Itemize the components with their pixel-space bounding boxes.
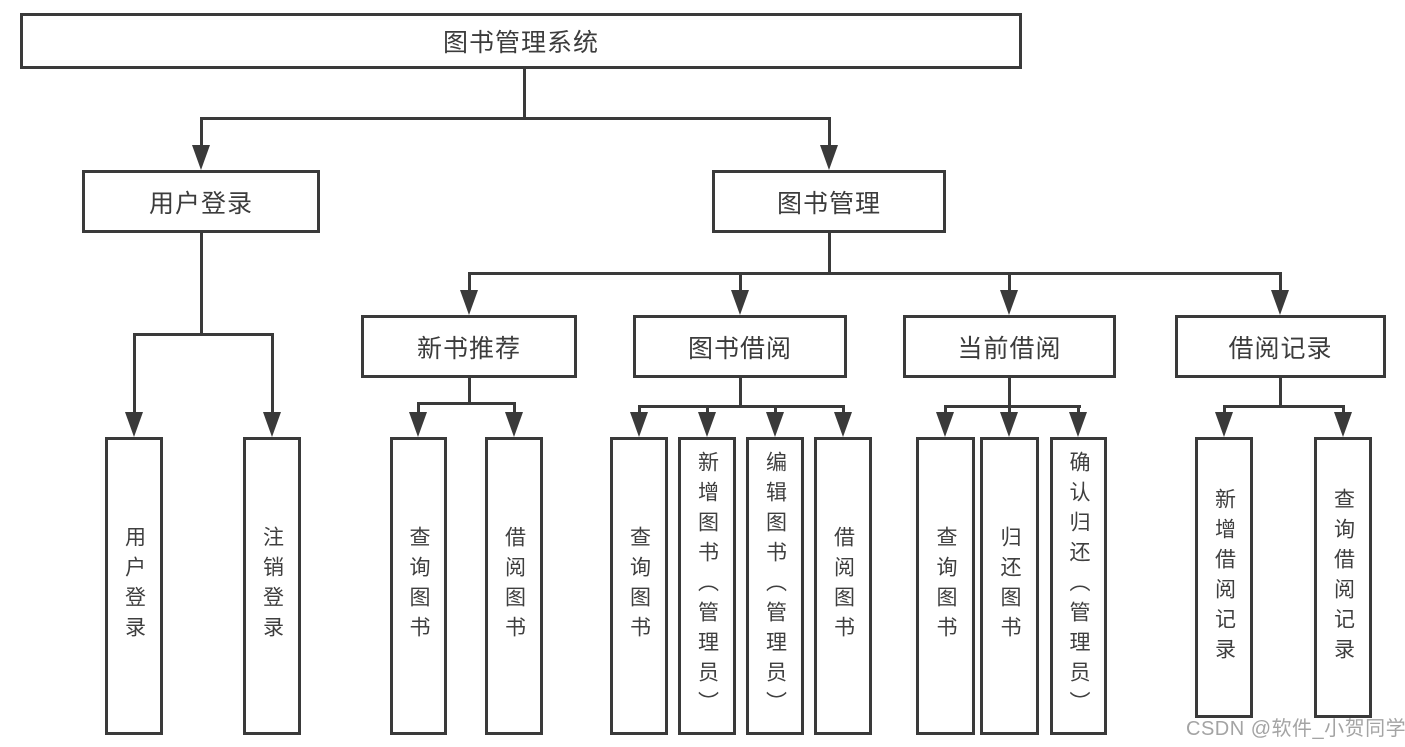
connector-line <box>739 272 742 292</box>
leaf-query-book-recommend-label: 查询图书 <box>407 526 430 646</box>
connector-line <box>774 405 777 415</box>
node-book-borrow-label: 图书借阅 <box>687 334 792 363</box>
connector-line <box>638 405 845 408</box>
arrow-down-icon <box>820 145 838 170</box>
leaf-logout-label: 注销登录 <box>260 526 284 646</box>
node-user-login-label: 用户登录 <box>148 189 253 218</box>
connector-line <box>200 233 203 336</box>
connector-line <box>468 378 471 405</box>
leaf-query-book-current: 查询图书 <box>916 437 975 735</box>
node-current-borrow: 当前借阅 <box>903 315 1116 378</box>
leaf-query-borrow-record: 查询借阅记录 <box>1314 437 1372 718</box>
leaf-query-book-borrow-label: 查询图书 <box>627 526 651 646</box>
connector-line <box>417 402 516 405</box>
arrow-down-icon <box>1069 412 1087 437</box>
connector-line <box>1342 405 1345 415</box>
leaf-query-borrow-record-label: 查询借阅记录 <box>1331 487 1355 668</box>
node-book-management: 图书管理 <box>712 170 946 233</box>
connector-line <box>828 117 831 148</box>
connector-line <box>468 272 1282 275</box>
arrow-down-icon <box>1000 412 1018 437</box>
node-current-borrow-label: 当前借阅 <box>957 334 1062 363</box>
leaf-query-book-recommend: 查询图书 <box>390 437 447 735</box>
node-library-system: 图书管理系统 <box>20 13 1022 69</box>
arrow-down-icon <box>192 145 210 170</box>
node-user-login: 用户登录 <box>82 170 320 233</box>
connector-line <box>417 402 420 415</box>
leaf-return-book-label: 归还图书 <box>998 526 1021 646</box>
connector-line <box>1008 272 1011 292</box>
connector-line <box>271 333 274 415</box>
node-borrow-record: 借阅记录 <box>1175 315 1386 378</box>
leaf-confirm-return-admin-label: 确认归还（管理员） <box>1067 451 1090 721</box>
leaf-add-borrow-record-label: 新增借阅记录 <box>1212 487 1236 668</box>
leaf-borrow-book-label: 借阅图书 <box>831 526 855 646</box>
connector-line <box>1008 378 1011 408</box>
connector-line <box>200 117 831 120</box>
arrow-down-icon <box>936 412 954 437</box>
connector-line <box>739 378 742 408</box>
node-library-system-label: 图书管理系统 <box>442 29 599 57</box>
node-new-book-recommend: 新书推荐 <box>361 315 577 378</box>
connector-line <box>828 233 831 275</box>
connector-line <box>638 405 641 415</box>
connector-line <box>1077 405 1080 415</box>
arrow-down-icon <box>409 412 427 437</box>
connector-line <box>1279 378 1282 408</box>
connector-line <box>513 402 516 415</box>
connector-line <box>1008 405 1011 415</box>
node-borrow-record-label: 借阅记录 <box>1228 334 1333 363</box>
arrow-down-icon <box>766 412 784 437</box>
connector-line <box>1279 272 1282 292</box>
leaf-edit-book-admin: 编辑图书（管理员） <box>746 437 804 735</box>
leaf-borrow-book-recommend-label: 借阅图书 <box>502 526 526 646</box>
leaf-return-book: 归还图书 <box>980 437 1039 735</box>
watermark-text: CSDN @软件_小贺同学 <box>1186 718 1405 740</box>
connector-line <box>1223 405 1226 415</box>
arrow-down-icon <box>630 412 648 437</box>
leaf-add-book-admin: 新增图书（管理员） <box>678 437 736 735</box>
connector-line <box>706 405 709 415</box>
leaf-borrow-book: 借阅图书 <box>814 437 872 735</box>
connector-line <box>200 117 203 148</box>
arrow-down-icon <box>1215 412 1233 437</box>
leaf-query-book-borrow: 查询图书 <box>610 437 668 735</box>
leaf-edit-book-admin-label: 编辑图书（管理员） <box>763 451 787 721</box>
node-book-borrow: 图书借阅 <box>633 315 847 378</box>
arrow-down-icon <box>1000 290 1018 315</box>
arrow-down-icon <box>698 412 716 437</box>
node-new-book-recommend-label: 新书推荐 <box>416 334 521 363</box>
leaf-add-borrow-record: 新增借阅记录 <box>1195 437 1253 718</box>
connector-line <box>1223 405 1345 408</box>
leaf-user-login-label: 用户登录 <box>122 526 146 646</box>
leaf-user-login: 用户登录 <box>105 437 163 735</box>
connector-line <box>133 333 274 336</box>
leaf-logout: 注销登录 <box>243 437 301 735</box>
arrow-down-icon <box>263 412 281 437</box>
leaf-query-book-current-label: 查询图书 <box>934 526 957 646</box>
connector-line <box>468 272 471 292</box>
connector-line <box>944 405 1081 408</box>
leaf-borrow-book-recommend: 借阅图书 <box>485 437 543 735</box>
arrow-down-icon <box>460 290 478 315</box>
connector-line <box>133 333 136 415</box>
connector-line <box>842 405 845 415</box>
arrow-down-icon <box>731 290 749 315</box>
node-book-management-label: 图书管理 <box>776 189 881 218</box>
arrow-down-icon <box>834 412 852 437</box>
connector-line <box>944 405 947 415</box>
arrow-down-icon <box>125 412 143 437</box>
connector-line <box>523 68 526 119</box>
leaf-add-book-admin-label: 新增图书（管理员） <box>695 451 719 721</box>
arrow-down-icon <box>505 412 523 437</box>
arrow-down-icon <box>1271 290 1289 315</box>
arrow-down-icon <box>1334 412 1352 437</box>
leaf-confirm-return-admin: 确认归还（管理员） <box>1050 437 1107 735</box>
